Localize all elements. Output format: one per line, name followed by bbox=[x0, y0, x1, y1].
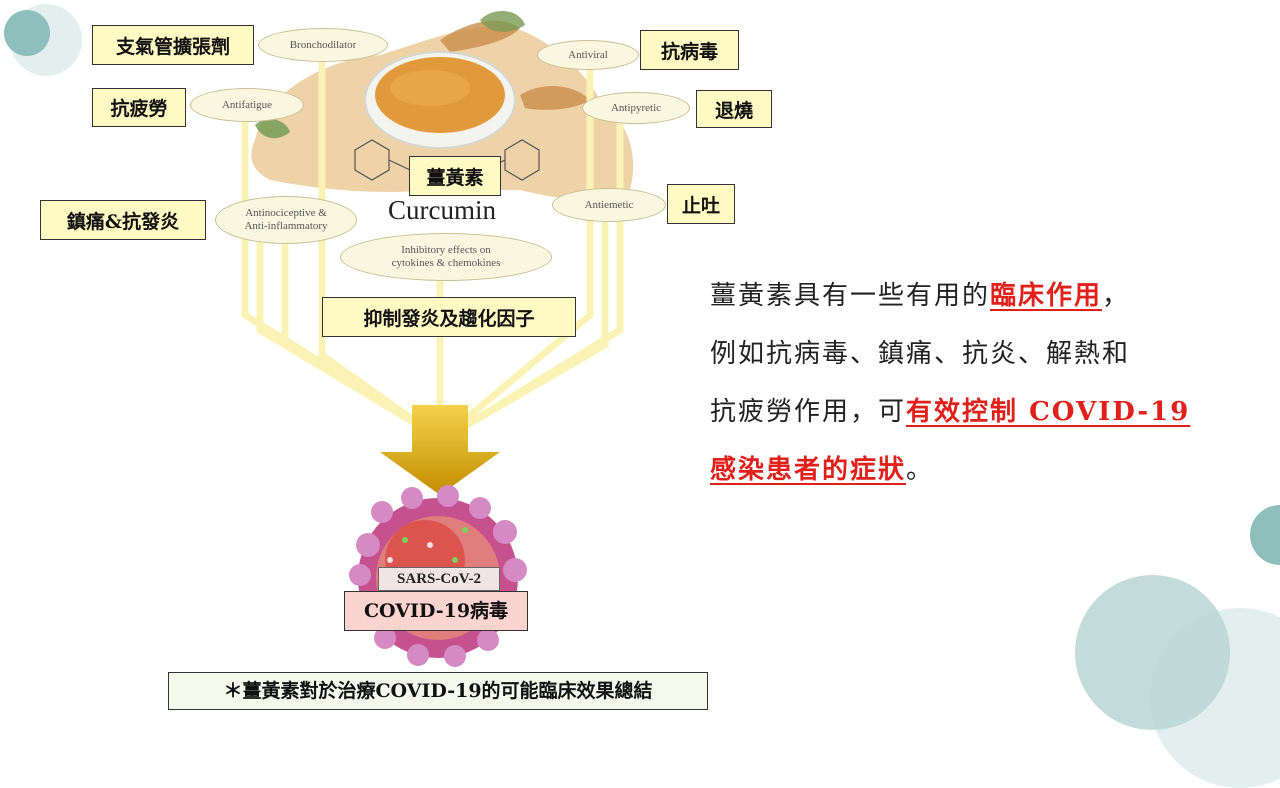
text-line-1: 薑黃素具有一些有用的臨床作用， bbox=[710, 275, 1130, 312]
ellipse-bronchodilator: Bronchodilator bbox=[258, 28, 388, 62]
highlight-patient-symptoms: 感染患者的症狀 bbox=[710, 455, 907, 485]
text-line-2-a: 例如抗病毒、鎮痛、抗炎、解熱和 bbox=[710, 339, 1131, 369]
inhibitory-label-line2: cytokines & chemokines bbox=[391, 257, 501, 269]
highlight-clinical-effects: 臨床作用 bbox=[990, 281, 1103, 311]
decor-circle-top-left bbox=[4, 10, 50, 56]
label-antiviral-zh: 抗病毒 bbox=[640, 30, 739, 70]
antinociceptive-label-line2: Anti-inflammatory bbox=[244, 220, 328, 232]
text-line-1-a: 薑黃素具有一些有用的 bbox=[710, 281, 991, 311]
antipyretic-label: Antipyretic bbox=[610, 101, 662, 114]
antiemetic-label: Antiemetic bbox=[584, 198, 634, 211]
label-curcumin-zh: 薑黃素 bbox=[409, 156, 501, 196]
label-bronchodilator-zh: 支氣管擴張劑 bbox=[92, 25, 254, 65]
diagram-caption: ＊薑黃素對於治療COVID-19的可能臨床效果總結 bbox=[168, 672, 708, 710]
ellipse-antinociceptive: Antinociceptive & Anti-inflammatory bbox=[215, 196, 357, 244]
label-antipyretic-zh: 退燒 bbox=[696, 90, 772, 128]
label-inhibitory-zh: 抑制發炎及趨化因子 bbox=[322, 297, 576, 337]
antifatigue-label: Antifatigue bbox=[221, 98, 273, 111]
antiviral-label: Antiviral bbox=[568, 48, 608, 61]
ellipse-antifatigue: Antifatigue bbox=[190, 88, 304, 122]
ellipse-inhibitory-effects: Inhibitory effects on cytokines & chemok… bbox=[340, 233, 552, 281]
turmeric-leaf bbox=[480, 10, 525, 32]
antinociceptive-label-line1: Antinociceptive & bbox=[245, 207, 327, 219]
text-line-3-a: 抗疲勞作用，可 bbox=[710, 397, 907, 427]
ellipse-antiemetic: Antiemetic bbox=[552, 188, 666, 222]
inhibitory-label-line1: Inhibitory effects on bbox=[401, 244, 491, 256]
decor-circle-bottom-right bbox=[1075, 575, 1230, 730]
down-arrow bbox=[380, 405, 500, 495]
turmeric-leaf bbox=[255, 119, 290, 139]
effect-ribbons bbox=[241, 56, 624, 440]
curcumin-english-label: Curcumin bbox=[388, 195, 496, 225]
text-line-1-c: ， bbox=[1102, 281, 1131, 311]
bronchodilator-label: Bronchodilator bbox=[289, 38, 357, 51]
text-line-4-b: 。 bbox=[906, 455, 935, 485]
ellipse-antipyretic: Antipyretic bbox=[582, 92, 690, 124]
label-antifatigue-zh: 抗疲勞 bbox=[92, 88, 186, 127]
label-antiemetic-zh: 止吐 bbox=[667, 184, 735, 224]
text-line-4: 感染患者的症狀。 bbox=[710, 449, 934, 486]
covid19-virus-label: COVID-19病毒 bbox=[344, 591, 528, 631]
ellipse-antiviral: Antiviral bbox=[537, 40, 639, 70]
text-line-2: 例如抗病毒、鎮痛、抗炎、解熱和 bbox=[710, 333, 1130, 370]
highlight-effective-control: 有效控制 COVID-19 bbox=[906, 397, 1191, 427]
turmeric-root-finger bbox=[520, 85, 590, 110]
text-line-3: 抗疲勞作用，可有效控制 COVID-19 bbox=[710, 391, 1190, 428]
sars-cov-2-label: SARS-CoV-2 bbox=[378, 567, 500, 591]
label-antinociceptive-zh: 鎮痛&抗發炎 bbox=[40, 200, 206, 240]
